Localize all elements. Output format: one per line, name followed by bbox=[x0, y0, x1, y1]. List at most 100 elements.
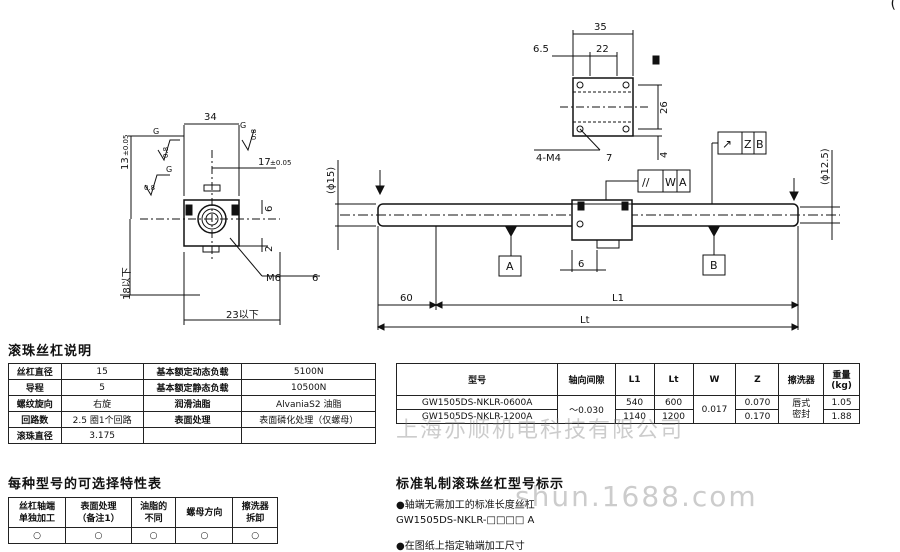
model-header: 型号 bbox=[395, 363, 559, 396]
model-header: Z bbox=[735, 363, 780, 396]
z-cell: 0.170 bbox=[735, 409, 780, 424]
spec-label: 基本额定静态负载 bbox=[142, 379, 243, 396]
option-value: ○ bbox=[65, 527, 132, 544]
watermark-company: 上海亦顺机电科技有限公司 bbox=[396, 418, 685, 443]
dim-lt: Lt bbox=[580, 315, 590, 326]
option-value: ○ bbox=[232, 527, 278, 544]
model-cell: GW1505DS-NKLR-0600A bbox=[395, 395, 559, 410]
weight-cell: 1.05 bbox=[823, 395, 860, 410]
z-cell: 0.070 bbox=[735, 395, 780, 410]
weight-cell: 1.88 bbox=[823, 409, 860, 424]
dim-4: 4 bbox=[659, 152, 670, 158]
model-cell: GW1505DS-NKLR-1200A bbox=[395, 409, 559, 424]
spec-label: 表面处理 bbox=[142, 411, 243, 428]
option-value: ○ bbox=[175, 527, 234, 544]
option-header: 油脂的 不同 bbox=[130, 497, 177, 528]
technical-drawing: 34 13 ±0.05 17 ±0.05 6 2 18以下 23以下 M6 6 … bbox=[120, 22, 840, 331]
dim-60: 60 bbox=[400, 293, 413, 304]
model-header: Lt bbox=[653, 363, 694, 396]
dim-height-13: 13 bbox=[120, 157, 131, 170]
model-header: 重量 (kg) bbox=[823, 363, 860, 396]
spec-label: 润滑油脂 bbox=[142, 395, 243, 412]
clearance-cell: ～0.030 bbox=[557, 395, 616, 424]
thread-m6: M6 bbox=[266, 273, 281, 284]
dim-26: 26 bbox=[659, 101, 670, 114]
spec-label: 螺纹旋向 bbox=[8, 395, 62, 412]
dia-15: (ϕ15) bbox=[326, 167, 337, 194]
corner-mark: ( bbox=[890, 0, 896, 12]
datum-label-a: A bbox=[506, 260, 514, 273]
spec-value: 表面磷化处理（仅螺母） bbox=[241, 411, 376, 428]
spec-section-title: 滚珠丝杠说明 bbox=[8, 344, 93, 359]
ground-mark-3: G bbox=[166, 165, 172, 174]
roughness-2: 0.8 bbox=[250, 129, 258, 140]
bullet-standard-length: ●轴端无需加工的标准长度丝杠 bbox=[396, 500, 535, 511]
dim-width-35: 35 bbox=[594, 22, 607, 33]
model-header: 轴向间隙 bbox=[557, 363, 616, 396]
front-view bbox=[335, 131, 840, 331]
parallelism-symbol: // bbox=[642, 176, 650, 189]
lt-cell: 1200 bbox=[653, 409, 694, 424]
spec-label: 丝杠直径 bbox=[8, 363, 62, 380]
spec-value: AlvaniaS2 油脂 bbox=[241, 395, 376, 412]
dim-offset-17-tol: ±0.05 bbox=[270, 159, 291, 167]
spec-value: 3.175 bbox=[60, 427, 144, 444]
ground-mark-1: G bbox=[153, 127, 159, 136]
hole-depth-7: 7 bbox=[606, 153, 612, 164]
spec-value bbox=[241, 427, 376, 444]
spec-value: 5100N bbox=[241, 363, 376, 380]
top-view bbox=[534, 30, 662, 160]
spec-label: 导程 bbox=[8, 379, 62, 396]
model-header: L1 bbox=[614, 363, 655, 396]
dim-6-front: 6 bbox=[578, 259, 584, 270]
dim-height-13-tol: ±0.05 bbox=[122, 135, 130, 156]
watermark-site: shun.1688.com bbox=[515, 480, 758, 513]
spec-label: 基本额定动态负载 bbox=[142, 363, 243, 380]
holes-4-m4: 4-M4 bbox=[536, 153, 561, 164]
option-value: ○ bbox=[130, 527, 177, 544]
option-header: 擦洗器 拆卸 bbox=[232, 497, 278, 528]
spec-label bbox=[142, 427, 243, 444]
dia-12-5: (ϕ12.5) bbox=[820, 148, 831, 185]
datum-a-ref: A bbox=[679, 176, 687, 189]
datum-z: Z bbox=[744, 138, 752, 151]
dim-6-5: 6.5 bbox=[533, 44, 549, 55]
datum-w: W bbox=[665, 176, 676, 189]
options-table: 丝杠轴端 单独加工表面处理 （备注1）油脂的 不同螺母方向擦洗器 拆卸 ○○○○… bbox=[7, 497, 278, 544]
spec-value: 右旋 bbox=[60, 395, 144, 412]
option-value: ○ bbox=[7, 527, 67, 544]
model-header: W bbox=[692, 363, 737, 396]
option-header: 螺母方向 bbox=[175, 497, 234, 528]
datum-label-b: B bbox=[710, 259, 718, 272]
datum-b-ref: B bbox=[756, 138, 764, 151]
dim-width-34: 34 bbox=[204, 112, 217, 123]
option-header: 丝杠轴端 单独加工 bbox=[7, 497, 67, 528]
spec-value: 10500N bbox=[241, 379, 376, 396]
thread-length-6: 6 bbox=[312, 273, 318, 284]
dim-6-left: 6 bbox=[264, 206, 275, 212]
dim-22: 22 bbox=[596, 44, 609, 55]
option-header: 表面处理 （备注1） bbox=[65, 497, 132, 528]
model-header: 擦洗器 bbox=[778, 363, 825, 396]
spec-value: 15 bbox=[60, 363, 144, 380]
dim-2-left: 2 bbox=[264, 246, 275, 252]
roughness-1: 0.8 bbox=[162, 147, 170, 158]
spec-label: 回路数 bbox=[8, 411, 62, 428]
spec-label: 滚珠直径 bbox=[8, 427, 62, 444]
l1-cell: 540 bbox=[614, 395, 655, 410]
roughness-3: 0.8 bbox=[144, 184, 155, 192]
dim-l1: L1 bbox=[612, 293, 624, 304]
standard-section-title: 标准轧制滚珠丝杠型号标示 bbox=[396, 477, 565, 492]
left-end-view bbox=[120, 123, 320, 325]
dim-offset-17: 17 bbox=[258, 157, 271, 168]
bullet-end-machining: ●在图纸上指定轴端加工尺寸 bbox=[396, 541, 525, 552]
lt-cell: 600 bbox=[653, 395, 694, 410]
model-code: GW1505DS-NKLR-□□□□ A bbox=[396, 515, 535, 526]
spec-value: 5 bbox=[60, 379, 144, 396]
